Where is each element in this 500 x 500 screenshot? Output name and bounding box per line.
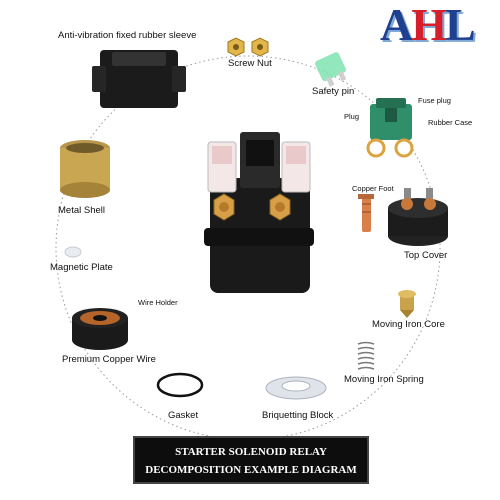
top-cover-part <box>388 188 448 246</box>
label-safety-pin: Safety pin <box>312 86 355 97</box>
magnetic-plate-part <box>64 246 82 258</box>
copper-wire-part <box>72 308 128 350</box>
label-magnetic-plate: Magnetic Plate <box>50 262 113 273</box>
metal-shell-part <box>60 140 110 198</box>
brand-logo: AHL <box>380 2 500 48</box>
copper-foot-part <box>358 194 374 232</box>
screw-nut-part <box>227 37 269 57</box>
label-rubber-case: Rubber Case <box>428 118 473 127</box>
label-rubber-sleeve: Anti-vibration fixed rubber sleeve <box>58 30 197 41</box>
dotted-guide-circle <box>55 55 441 441</box>
label-copper-foot: Copper Foot <box>352 184 394 193</box>
diagram-title-banner: STARTER SOLENOID RELAY DECOMPOSITION EXA… <box>133 436 369 484</box>
moving-iron-spring-part <box>357 341 375 370</box>
rubber-sleeve-part <box>92 50 186 108</box>
label-metal-shell: Metal Shell <box>58 205 105 216</box>
gasket-part <box>156 372 204 398</box>
plug-rubber-case-part <box>366 98 414 158</box>
label-briquetting-block: Briquetting Block <box>262 410 334 421</box>
briquetting-block-part <box>265 376 327 400</box>
starter-relay-main <box>204 132 314 293</box>
label-screw-nut: Screw Nut <box>228 58 272 69</box>
safety-pin-part <box>315 52 347 87</box>
label-fuse-plug: Fuse plug <box>418 96 451 105</box>
label-wire-holder: Wire Holder <box>138 298 178 307</box>
banner-line-2: DECOMPOSITION EXAMPLE DIAGRAM <box>145 464 357 476</box>
logo-letter-h: H <box>411 0 447 50</box>
label-moving-iron-core: Moving Iron Core <box>372 319 445 330</box>
label-moving-iron-spring: Moving Iron Spring <box>344 374 424 385</box>
label-gasket: Gasket <box>168 410 199 421</box>
label-plug: Plug <box>344 112 360 121</box>
logo-letter-l: L <box>445 0 476 50</box>
logo-letter-a: A <box>380 0 413 50</box>
label-premium-copper-wire: Premium Copper Wire <box>62 354 156 365</box>
moving-iron-core-part <box>398 290 416 318</box>
label-top-cover: Top Cover <box>404 250 448 261</box>
banner-line-1: STARTER SOLENOID RELAY <box>175 446 327 458</box>
